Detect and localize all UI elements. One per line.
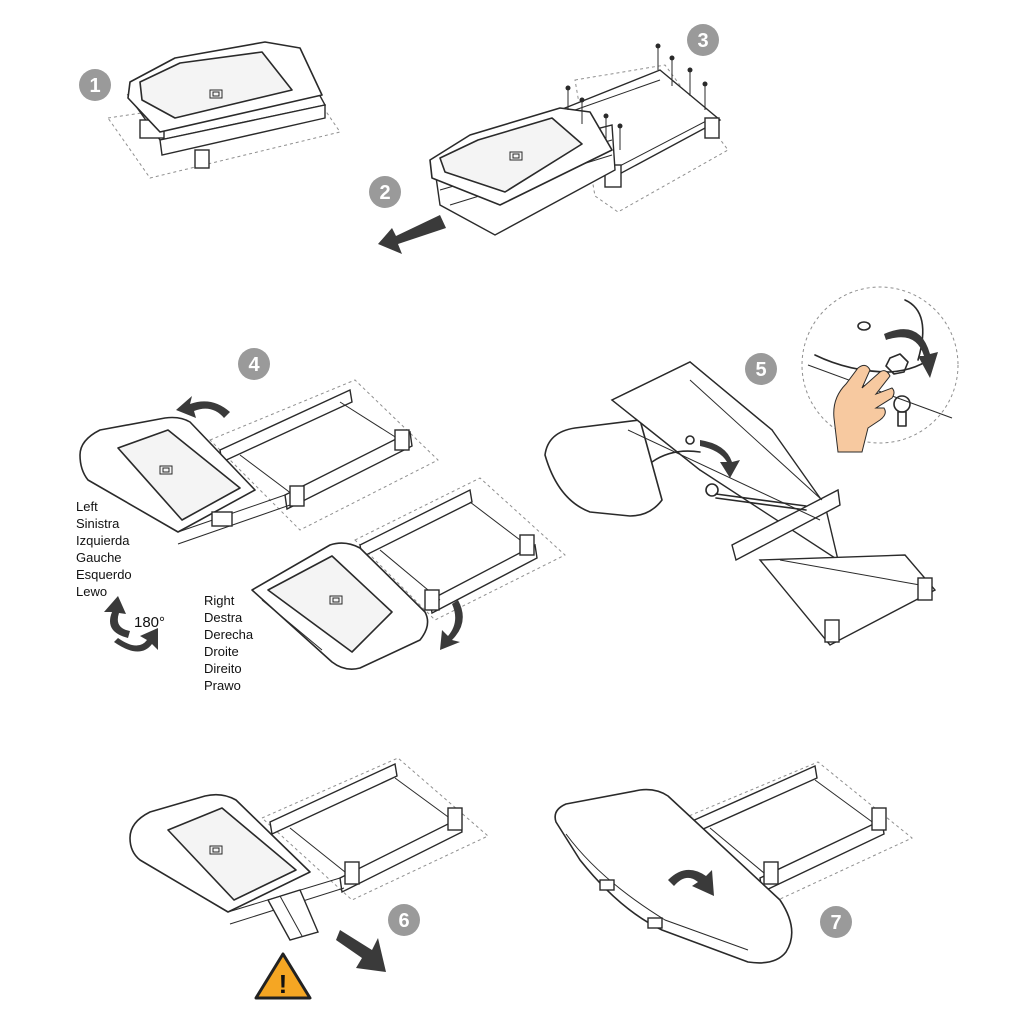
label-droite: Droite <box>204 644 239 659</box>
warning-icon: ! <box>254 952 312 1000</box>
left-orientation-labels: Left Sinistra Izquierda Gauche Esquerdo … <box>76 498 132 600</box>
step-5-detail-inset <box>801 286 959 453</box>
step-1-illustration <box>107 41 341 179</box>
svg-text:2: 2 <box>379 182 390 204</box>
right-orientation-labels: Right Destra Derecha Droite Direito Praw… <box>204 592 253 694</box>
label-esquerdo: Esquerdo <box>76 567 132 582</box>
step-7-illustration <box>554 761 913 964</box>
rotate-180-icon <box>104 596 158 652</box>
step-4-left-illustration <box>79 379 439 545</box>
label-prawo: Prawo <box>204 678 241 693</box>
label-direito: Direito <box>204 661 242 676</box>
label-derecha: Derecha <box>204 627 254 642</box>
step-3-badge: 3 <box>687 24 719 56</box>
step-5-illustration <box>544 361 937 646</box>
label-left: Left <box>76 499 98 514</box>
label-izquierda: Izquierda <box>76 533 130 548</box>
hand-icon <box>833 364 895 453</box>
label-sinistra: Sinistra <box>76 516 120 531</box>
label-gauche: Gauche <box>76 550 122 565</box>
svg-text:4: 4 <box>248 354 260 376</box>
step-6-badge: 6 <box>388 904 420 936</box>
label-destra: Destra <box>204 610 243 625</box>
warning-mark: ! <box>279 969 288 999</box>
rotation-label: 180° <box>134 614 166 631</box>
svg-text:1: 1 <box>89 75 100 97</box>
svg-text:3: 3 <box>697 30 708 52</box>
step-4-right-illustration <box>251 477 566 670</box>
step-5-badge: 5 <box>745 353 777 385</box>
step-6-illustration <box>129 757 489 972</box>
step-1-badge: 1 <box>79 69 111 101</box>
svg-text:5: 5 <box>755 359 766 381</box>
step-4-badge: 4 <box>238 348 270 380</box>
step-2-3-illustration <box>378 43 729 254</box>
label-lewo: Lewo <box>76 584 108 599</box>
svg-text:7: 7 <box>830 912 841 934</box>
label-right: Right <box>204 593 235 608</box>
step-7-badge: 7 <box>820 906 852 938</box>
svg-text:6: 6 <box>398 910 409 932</box>
step-2-badge: 2 <box>369 176 401 208</box>
